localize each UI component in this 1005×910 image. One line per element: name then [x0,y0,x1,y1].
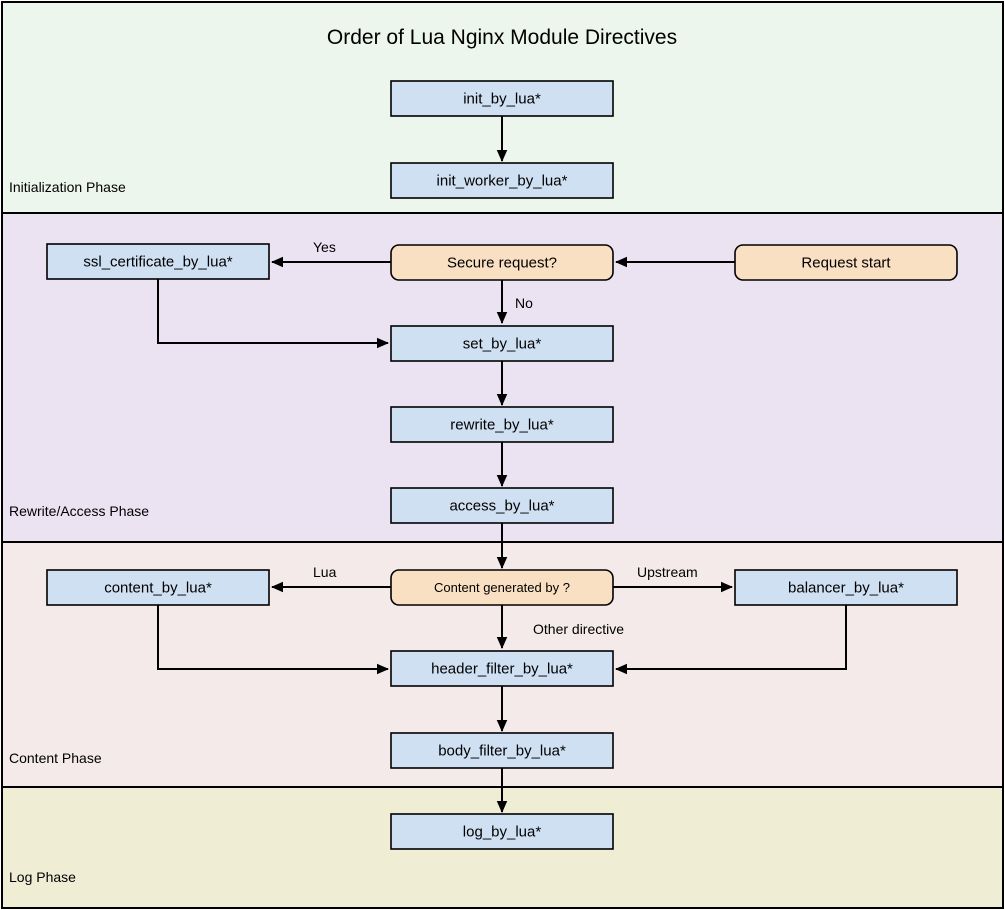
edge-ssl-to-set [157,279,389,349]
node-content_by_lua[interactable]: content_by_lua* [46,569,270,606]
node-label-init_worker_by_lua: init_worker_by_lua* [437,172,568,189]
node-label-init_by_lua: init_by_lua* [463,90,541,107]
edge-secure-no-to-set: No [496,280,533,324]
edge-balancer-to-header [615,605,847,675]
node-shape-body_filter_by_lua[interactable] [390,732,614,769]
node-set_by_lua[interactable]: set_by_lua* [390,325,614,362]
edge-label-content-other-to-header: Other directive [533,621,624,637]
node-shape-secure_request[interactable] [390,244,614,281]
node-shape-rewrite_by_lua[interactable] [390,406,614,443]
phase-band-label-rewrite-access: Rewrite/Access Phase [9,503,149,519]
node-label-balancer_by_lua: balancer_by_lua* [788,579,904,596]
edge-line-contentby-to-header [157,605,389,675]
node-shape-init_by_lua[interactable] [390,80,614,117]
node-label-content_by_lua: content_by_lua* [104,579,212,596]
node-label-content_generated_by: Content generated by ? [434,580,570,595]
node-shape-access_by_lua[interactable] [390,487,614,524]
node-ssl_certificate_by_lua[interactable]: ssl_certificate_by_lua* [46,243,270,280]
node-label-header_filter_by_lua: header_filter_by_lua* [431,660,573,677]
node-shape-content_generated_by[interactable] [390,569,614,606]
node-shape-log_by_lua[interactable] [390,813,614,850]
node-balancer_by_lua[interactable]: balancer_by_lua* [734,569,958,606]
node-shape-init_worker_by_lua[interactable] [390,162,614,199]
edge-label-secure-yes-to-ssl: Yes [313,239,336,255]
node-shape-balancer_by_lua[interactable] [734,569,958,606]
flow-nodes: init_by_lua* init_worker_by_lua* Request s… [46,80,958,850]
node-label-request_start: Request start [801,254,891,271]
node-body_filter_by_lua[interactable]: body_filter_by_lua* [390,732,614,769]
phase-band-label-content: Content Phase [9,750,102,766]
node-content_generated_by[interactable]: Content generated by ? [390,569,614,606]
node-shape-request_start[interactable] [734,244,958,281]
node-shape-ssl_certificate_by_lua[interactable] [46,243,270,280]
edge-contentby-to-header [157,605,389,675]
edge-content-upstream-to-balancer: Upstream [613,564,733,593]
edge-secure-yes-to-ssl: Yes [271,239,391,268]
node-label-body_filter_by_lua: body_filter_by_lua* [438,742,566,759]
node-log_by_lua[interactable]: log_by_lua* [390,813,614,850]
node-label-log_by_lua: log_by_lua* [463,823,542,840]
node-label-secure_request: Secure request? [447,254,557,271]
node-init_by_lua[interactable]: init_by_lua* [390,80,614,117]
edge-line-ssl-to-set [157,279,389,349]
node-request_start[interactable]: Request start [734,244,958,281]
node-shape-content_by_lua[interactable] [46,569,270,606]
phase-band-label-initialization: Initialization Phase [9,179,126,195]
node-label-access_by_lua: access_by_lua* [449,497,554,514]
node-label-rewrite_by_lua: rewrite_by_lua* [450,416,554,433]
node-header_filter_by_lua[interactable]: header_filter_by_lua* [390,650,614,687]
node-label-set_by_lua: set_by_lua* [463,335,542,352]
node-shape-set_by_lua[interactable] [390,325,614,362]
edge-content-other-to-header: Other directive [496,605,624,649]
node-secure_request[interactable]: Secure request? [390,244,614,281]
node-init_worker_by_lua[interactable]: init_worker_by_lua* [390,162,614,199]
node-shape-header_filter_by_lua[interactable] [390,650,614,687]
edge-label-content-upstream-to-balancer: Upstream [637,564,698,580]
edge-line-balancer-to-header [615,605,847,675]
node-access_by_lua[interactable]: access_by_lua* [390,487,614,524]
node-rewrite_by_lua[interactable]: rewrite_by_lua* [390,406,614,443]
page-title: Order of Lua Nginx Module Directives [327,26,677,49]
edge-label-secure-no-to-set: No [515,295,533,311]
edge-content-lua-to-contentby: Lua [271,564,391,593]
node-label-ssl_certificate_by_lua: ssl_certificate_by_lua* [83,253,232,270]
edge-label-content-lua-to-contentby: Lua [313,564,337,580]
phase-band-label-log: Log Phase [9,869,76,885]
